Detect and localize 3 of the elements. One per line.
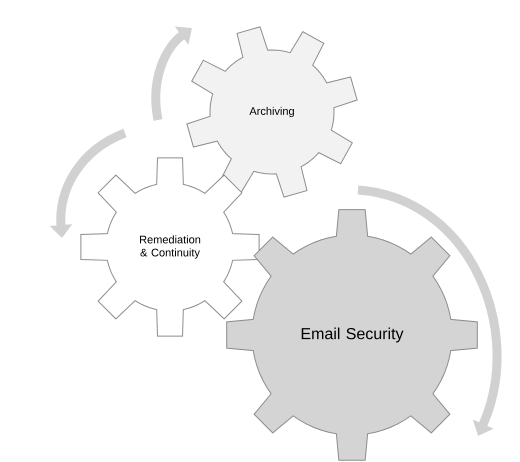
gear: Remediation & Continuity (80, 157, 260, 337)
gear: Archiving (186, 26, 358, 198)
gear: Email Security (226, 209, 478, 461)
